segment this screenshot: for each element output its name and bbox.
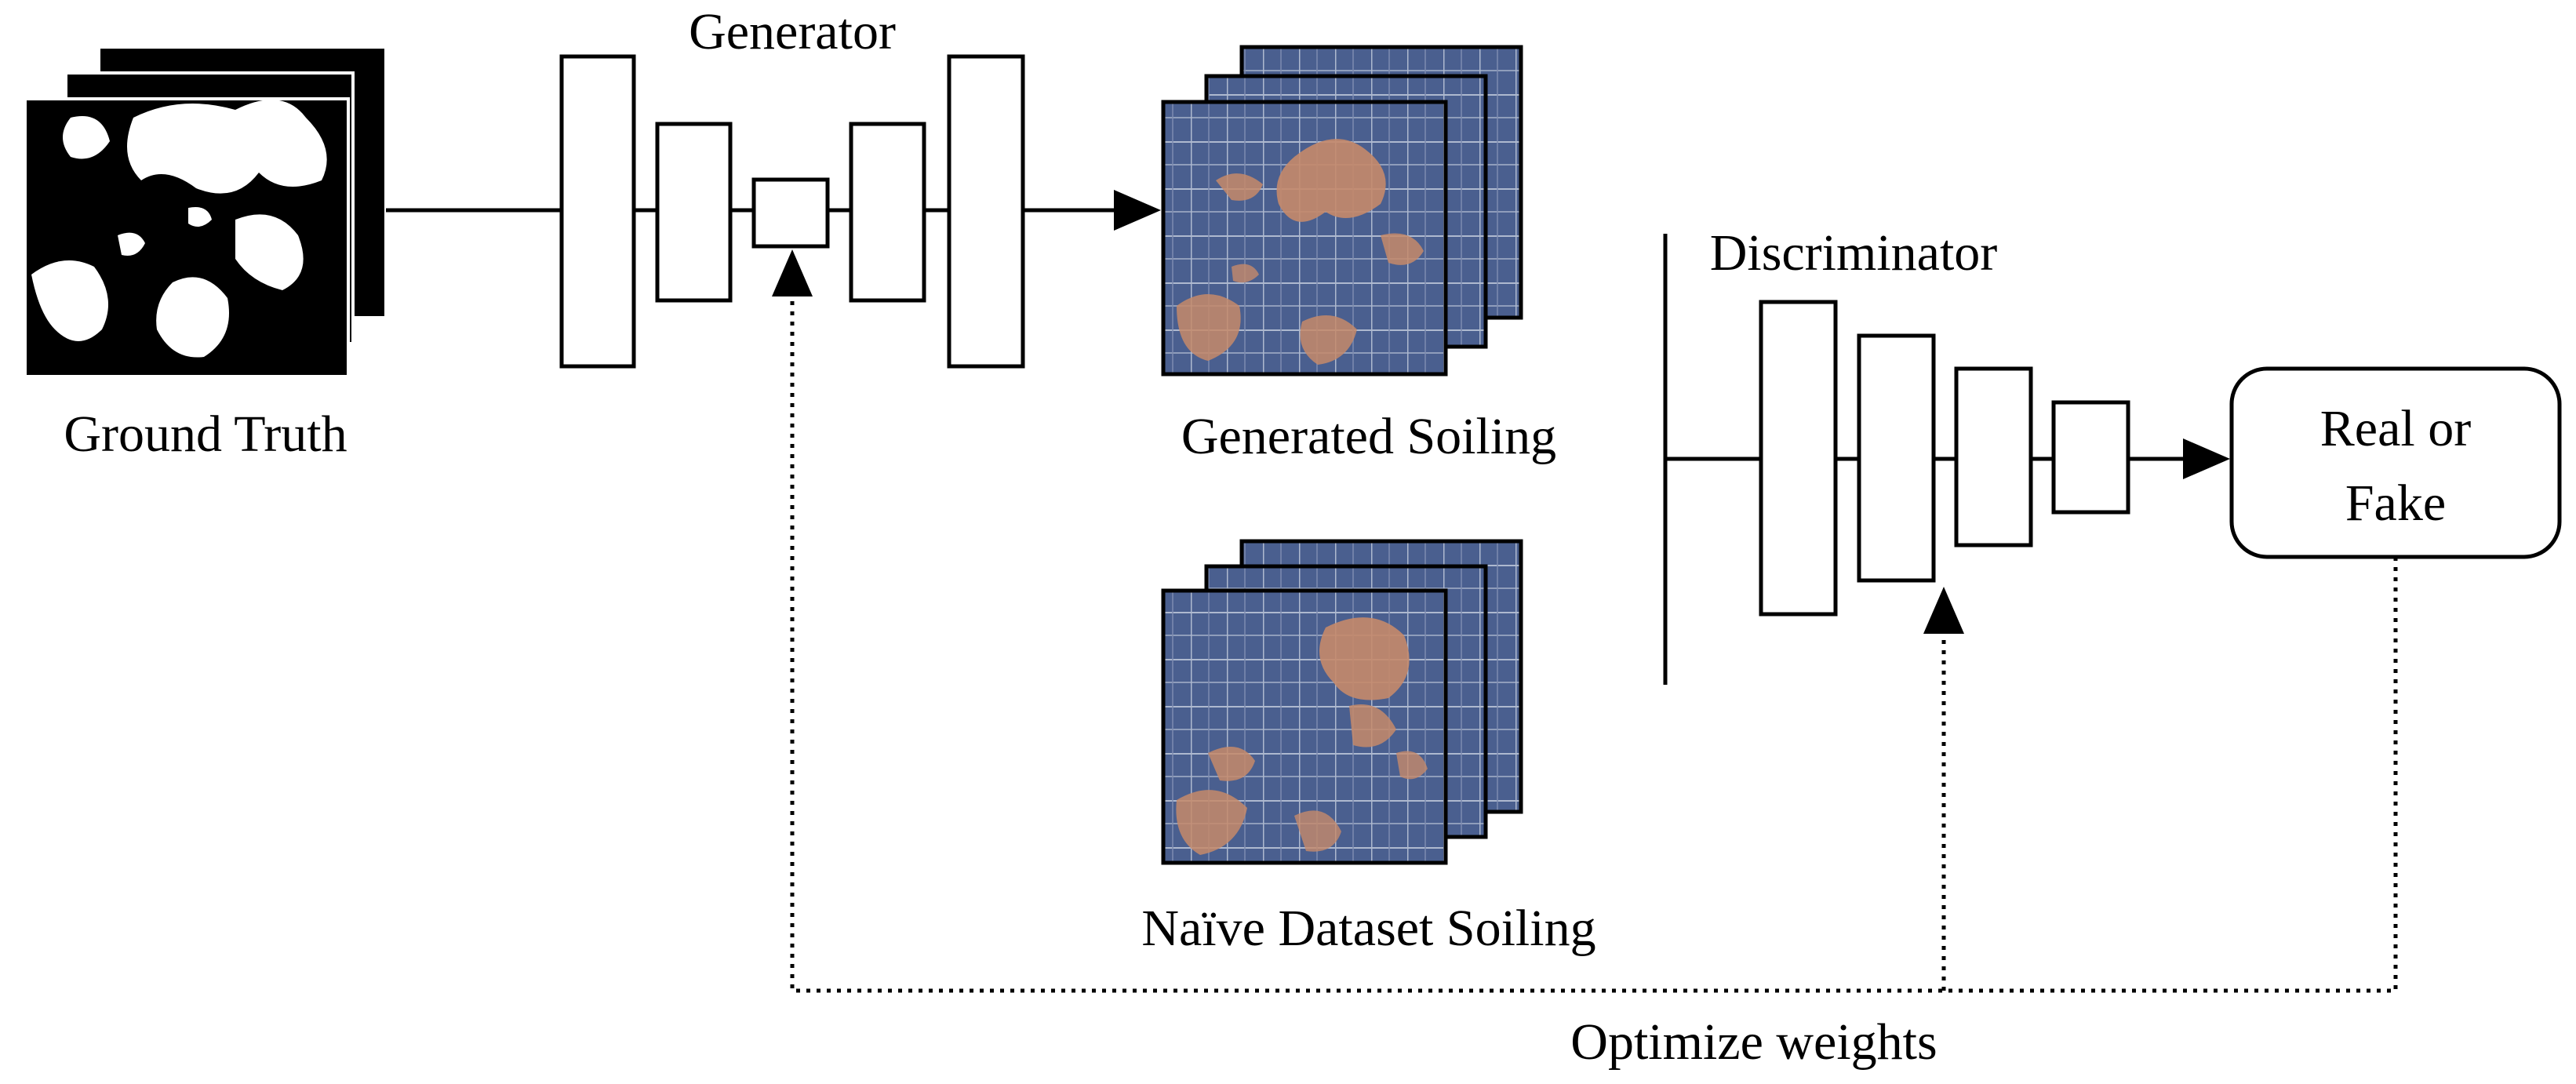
generator-layer-1 — [559, 54, 636, 369]
discriminator-layer-4 — [2051, 400, 2130, 515]
optimize-weights-label: Optimize weights — [1570, 1013, 1937, 1071]
generator-layer-2 — [655, 122, 733, 303]
discriminator-layer-1 — [1759, 300, 1838, 617]
discriminator-network — [1665, 300, 2130, 617]
generator-label: Generator — [689, 3, 896, 60]
naive-dataset-soiling-image-stack — [1161, 539, 1523, 865]
generator-network — [559, 54, 1025, 369]
arrowhead-icon — [2183, 438, 2230, 479]
generator-layer-4 — [849, 122, 926, 303]
discriminator-label: Discriminator — [1710, 224, 1998, 282]
discriminator-layer-3 — [1954, 366, 2033, 547]
generator-bottleneck-layer — [751, 177, 830, 249]
generated-soiling-label: Generated Soiling — [1181, 408, 1556, 465]
discriminator-layer-2 — [1857, 333, 1936, 583]
naive-dataset-soiling-label: Naïve Dataset Soiling — [1141, 900, 1595, 957]
arrowhead-icon — [1114, 190, 1161, 231]
solar-panel-image-icon — [1161, 588, 1448, 865]
ground-truth-mask-icon — [24, 97, 350, 378]
real-or-fake-output-box: Real or Fake — [2229, 366, 2562, 559]
optimize-weights-feedback-path — [790, 294, 2398, 993]
solar-panel-image-icon — [1161, 100, 1448, 376]
up-arrowhead-icon — [1923, 587, 1964, 634]
up-arrowhead-icon — [772, 249, 813, 296]
output-label-line-1: Real or — [2320, 400, 2471, 457]
output-label-line-2: Fake — [2345, 475, 2446, 532]
ground-truth-label: Ground Truth — [64, 406, 347, 463]
generated-soiling-image-stack — [1161, 45, 1523, 376]
generator-layer-5 — [947, 54, 1025, 369]
ground-truth-image-stack — [24, 45, 387, 378]
